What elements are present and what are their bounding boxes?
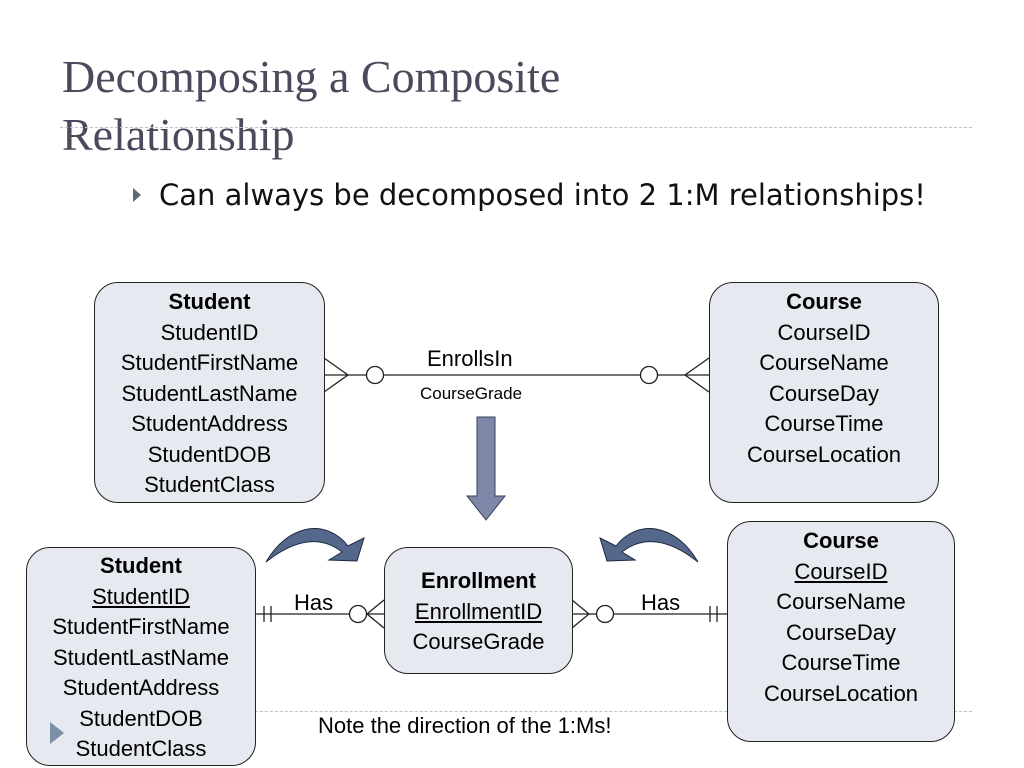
bullet-arrow-icon — [133, 188, 141, 202]
entity-course-bottom: Course CourseID CourseName CourseDay Cou… — [727, 521, 955, 742]
direction-note: Note the direction of the 1:Ms! — [318, 713, 612, 738]
enrollsin-label: EnrollsIn — [427, 346, 513, 371]
title-divider — [60, 127, 972, 128]
entity-primary-key: CourseID — [794, 558, 888, 584]
entity-title: Student — [168, 289, 251, 314]
decompose-down-arrow-icon — [465, 416, 507, 521]
footer-divider — [60, 711, 972, 712]
entity-attribute: StudentID — [160, 319, 259, 345]
entity-student-bottom: Student StudentID StudentFirstName Stude… — [26, 547, 256, 766]
slide-nav-arrow-icon — [50, 722, 64, 744]
slide-title: Decomposing a Composite Relationship — [62, 48, 822, 164]
entity-course-top: Course CourseID CourseName CourseDay Cou… — [709, 282, 939, 503]
entity-attribute: StudentDOB — [147, 441, 272, 467]
student-optional-circle — [365, 365, 385, 385]
entity-primary-key: EnrollmentID — [414, 598, 543, 624]
slide-title-line-1: Decomposing a Composite — [62, 51, 561, 102]
left-curved-arrow-icon — [265, 528, 365, 563]
entity-attribute: StudentDOB — [79, 705, 203, 731]
entity-attribute: StudentAddress — [131, 411, 288, 436]
enrollment-right-optional-circle — [595, 604, 615, 624]
entity-title: Course — [786, 289, 862, 314]
left-has-label: Has — [294, 590, 334, 615]
entity-attribute: CourseGrade — [412, 629, 545, 654]
right-curved-arrow-icon — [599, 528, 699, 563]
entity-attribute: StudentLastName — [121, 380, 298, 406]
entity-attribute: StudentLastName — [52, 644, 230, 670]
entity-title: Enrollment — [421, 568, 536, 593]
entity-attribute: CourseDay — [768, 380, 880, 406]
bullet-item: Can always be decomposed into 2 1:M rela… — [133, 178, 926, 212]
entity-title: Student — [100, 553, 182, 578]
entity-attribute: StudentClass — [144, 472, 275, 497]
entity-attribute: CourseTime — [781, 650, 901, 675]
entity-primary-key: StudentID — [92, 583, 190, 609]
entity-attribute: CourseName — [776, 589, 906, 614]
right-has-label: Has — [641, 590, 681, 615]
entity-attribute: CourseLocation — [763, 680, 919, 706]
entity-attribute: CourseName — [759, 350, 889, 375]
entity-attribute: CourseID — [777, 319, 871, 345]
entity-attribute: StudentFirstName — [52, 614, 230, 639]
entity-attribute: CourseDay — [785, 619, 897, 645]
slide-title-line-2: Relationship — [62, 109, 295, 160]
entity-attribute: StudentClass — [75, 736, 207, 761]
enrollment-left-optional-circle — [348, 604, 368, 624]
entity-attribute: CourseLocation — [746, 441, 902, 467]
enrollment-right-many-crowfoot — [571, 599, 591, 629]
bullet-text: Can always be decomposed into 2 1:M rela… — [159, 178, 926, 212]
entity-student-top: Student StudentID StudentFirstName Stude… — [94, 282, 325, 503]
entity-enrollment: Enrollment EnrollmentID CourseGrade — [384, 547, 573, 674]
entity-attribute: CourseTime — [764, 411, 884, 436]
coursegrade-relationship-attribute: CourseGrade — [420, 384, 523, 403]
course-optional-circle — [639, 365, 659, 385]
entity-title: Course — [803, 528, 879, 553]
course-many-crowfoot — [683, 357, 710, 393]
entity-attribute: StudentFirstName — [120, 350, 299, 375]
entity-attribute: StudentAddress — [62, 675, 220, 700]
student-many-crowfoot — [323, 357, 350, 393]
